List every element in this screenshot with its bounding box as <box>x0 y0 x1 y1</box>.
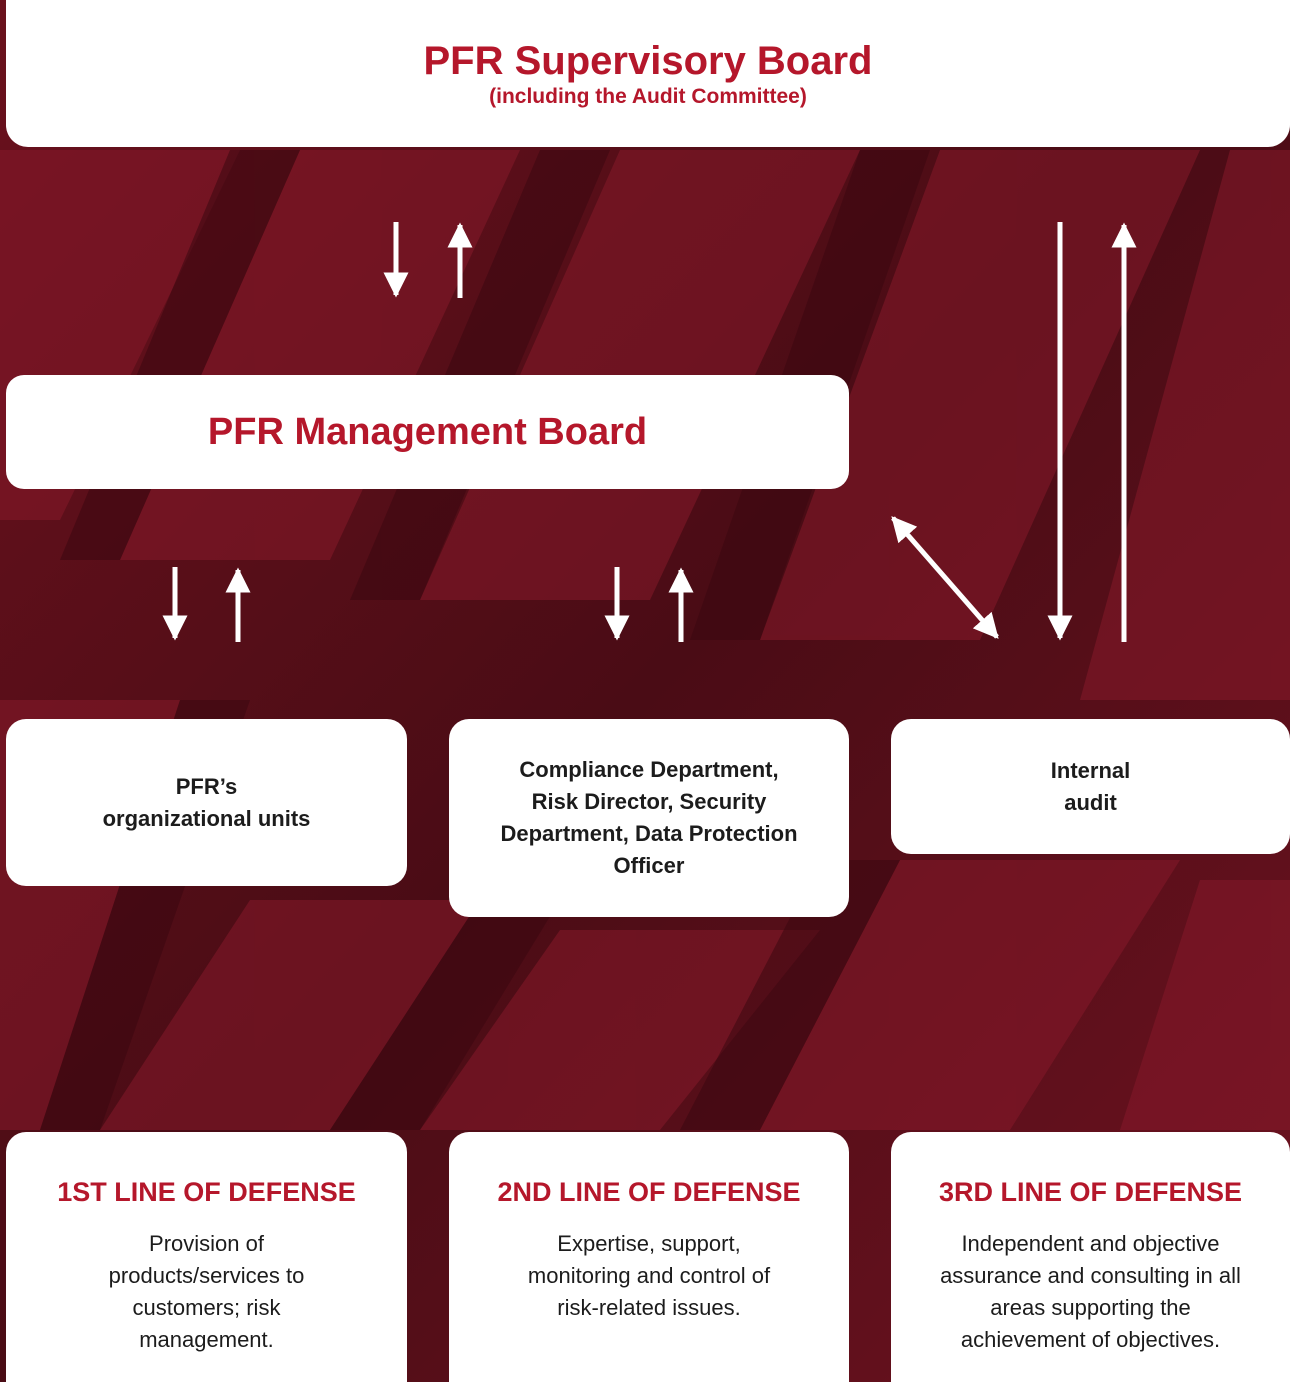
line-of-defense-1: 1ST LINE OF DEFENSE Provision of product… <box>6 1132 407 1382</box>
management-board-title: PFR Management Board <box>207 410 648 453</box>
supervisory-board-subtitle: (including the Audit Committee) <box>489 84 807 108</box>
unit-box-compliance: Compliance Department, Risk Director, Se… <box>449 719 849 917</box>
management-board-box: PFR Management Board <box>6 375 849 489</box>
line-of-defense-description: Expertise, support, monitoring and contr… <box>527 1231 771 1320</box>
line-of-defense-description: Provision of products/services to custom… <box>108 1231 305 1352</box>
supervisory-board-box: PFR Supervisory Board (including the Aud… <box>6 0 1290 147</box>
line-of-defense-description: Independent and objective assurance and … <box>940 1231 1241 1352</box>
unit-label: PFR’s organizational units <box>102 773 311 831</box>
unit-label: Compliance Department, Risk Director, Se… <box>500 757 798 878</box>
line-of-defense-heading: 1ST LINE OF DEFENSE <box>57 1177 356 1207</box>
line-of-defense-3: 3RD LINE OF DEFENSE Independent and obje… <box>891 1132 1290 1382</box>
line-of-defense-2: 2ND LINE OF DEFENSE Expertise, support, … <box>449 1132 849 1382</box>
line-of-defense-heading: 2ND LINE OF DEFENSE <box>497 1177 801 1207</box>
line-of-defense-heading: 3RD LINE OF DEFENSE <box>938 1177 1243 1207</box>
arrow-bidirectional-management-audit <box>891 516 999 639</box>
supervisory-board-title: PFR Supervisory Board <box>423 38 873 83</box>
unit-box-organizational-units: PFR’s organizational units <box>6 719 407 886</box>
unit-box-internal-audit: Internal audit <box>891 719 1290 854</box>
unit-label: Internal audit <box>1050 757 1131 815</box>
